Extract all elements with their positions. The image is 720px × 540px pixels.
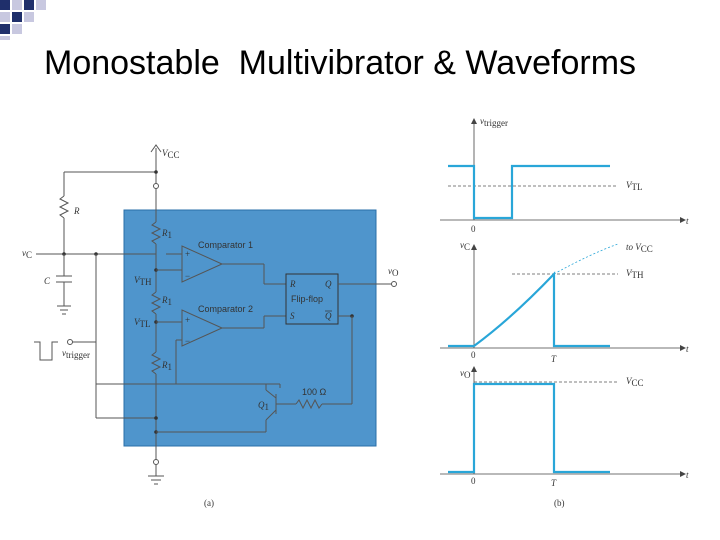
c-label: C [44,276,51,286]
to-vcc-label: to VCC [626,242,653,254]
ff-label: Flip-flop [291,294,323,304]
ff-r: R [289,279,296,289]
vo-label: vO [388,266,399,278]
comparator-1-label: Comparator 1 [198,240,253,250]
ff-q: Q [325,279,332,289]
vc-t: t [686,344,689,354]
vo-vcc: VCC [626,376,644,388]
flip-flop [285,273,339,325]
caption-b: (b) [554,498,565,508]
trigger-vtl: VTL [626,180,643,192]
comparator-2-label: Comparator 2 [198,304,253,314]
vc-waveform [448,271,610,348]
comparator-2 [181,309,224,347]
caption-a: (a) [204,498,214,508]
comp1-minus: − [185,271,190,281]
vcc-label: VCC [162,148,180,160]
trigger-zero: 0 [471,224,476,234]
q1-label: Q1 [258,400,269,412]
vth-label: VTH [134,275,152,287]
vtl-label: VTL [134,317,151,329]
vc-axis-label: vC [460,240,470,252]
vo-t: t [686,470,689,480]
r-label: R [73,206,80,216]
r1-bot-label: R1 [161,360,172,372]
vc-input-label: vC [22,248,32,260]
comparator-1 [181,245,224,283]
vo-zero: 0 [471,476,476,486]
comp1-plus: + [185,249,190,259]
vtrigger-label: vtrigger [62,348,90,360]
waveforms: vtrigger VTL 0 t vC VTH to VCC 0 T t vO … [440,116,689,508]
vo-axis-label: vO [460,368,471,380]
r100-label: 100 Ω [302,387,327,397]
corner-decoration [0,0,46,40]
comp2-plus: + [185,315,190,325]
vc-zero: 0 [471,350,476,360]
r1-mid-label: R1 [161,295,172,307]
trigger-t: t [686,216,689,226]
vc-vth: VTH [626,268,644,280]
vc-T: T [551,354,557,364]
comp2-minus: − [185,336,190,346]
ff-qbar: Q [325,311,332,321]
vo-T: T [551,478,557,488]
circuit-schematic: VCC R vC C R1 VTH R1 [22,144,399,508]
vo-waveform [448,382,610,474]
ff-s: S [290,311,295,321]
trigger-waveform [448,164,610,220]
trigger-axis-label: vtrigger [480,116,508,128]
slide-title: Monostable Multivibrator & Waveforms [44,44,637,82]
r1-top-label: R1 [161,228,172,240]
